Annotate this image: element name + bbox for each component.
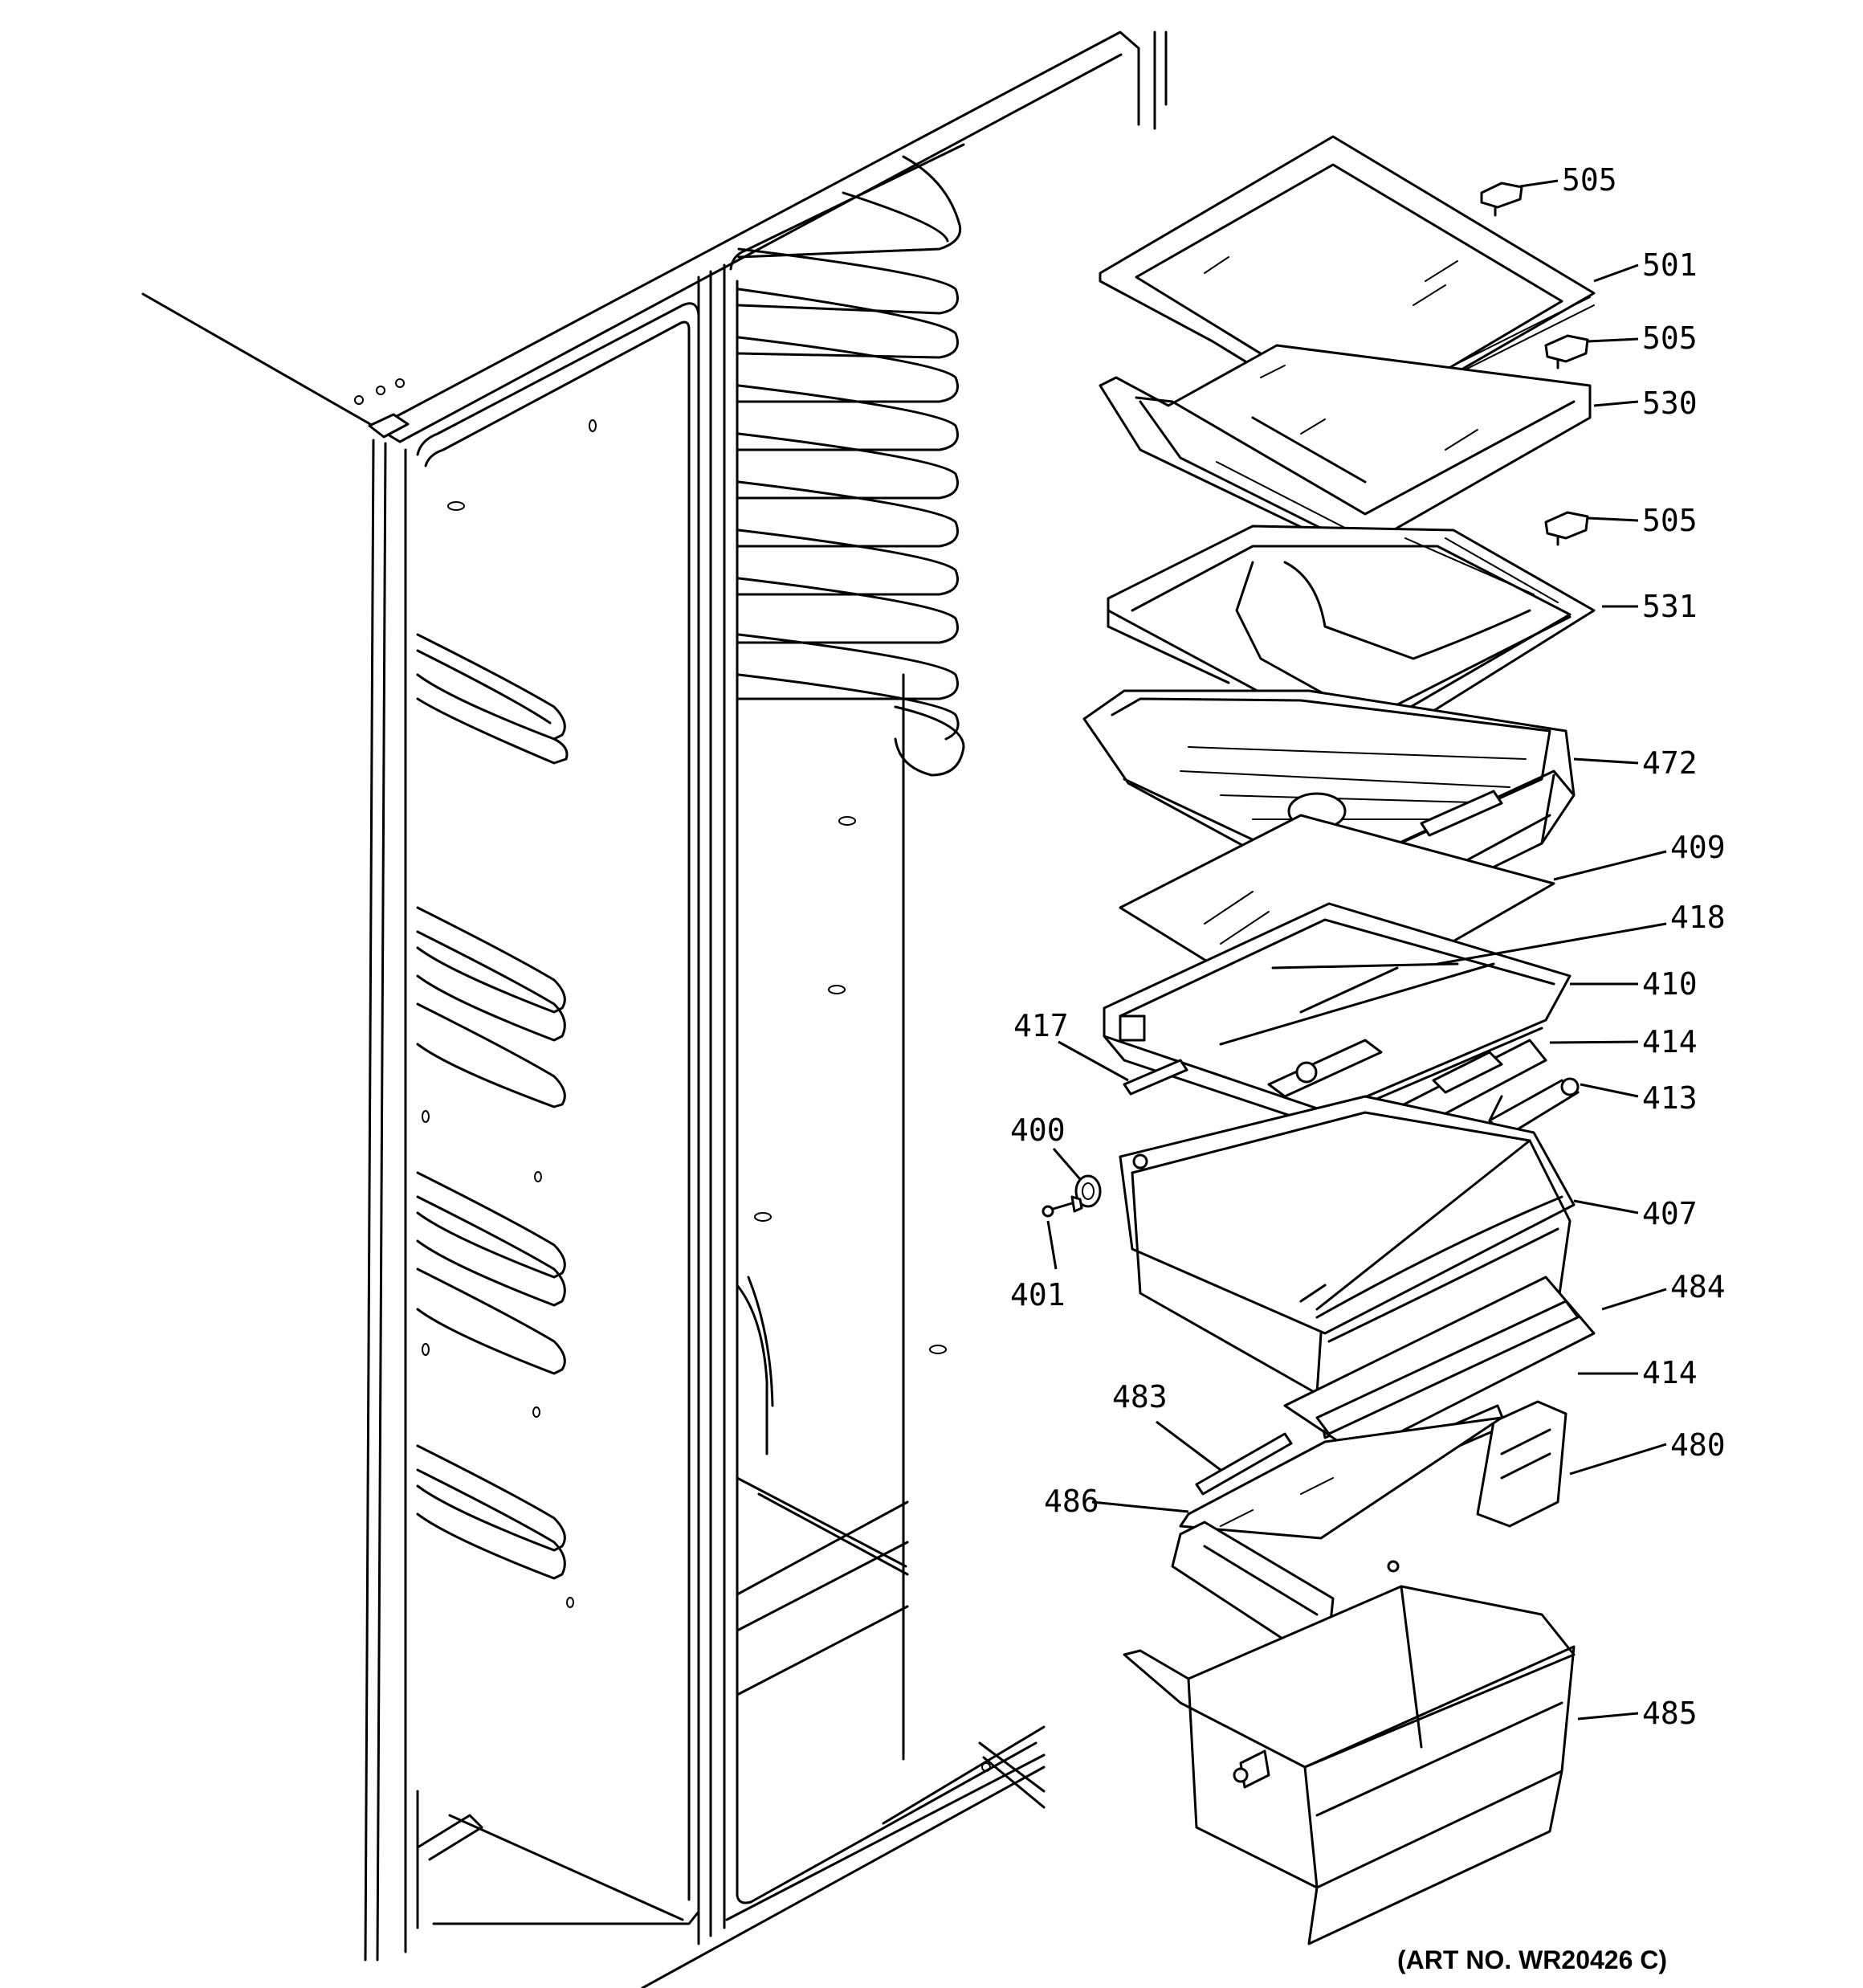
callout-480: 480: [1670, 1427, 1726, 1463]
callout-labels: 505 501 505 530 505 531 472 409 418 410 …: [1010, 162, 1726, 1731]
snack-pan-531: [1107, 525, 1596, 753]
callout-472: 472: [1642, 745, 1698, 781]
slide-out-shelf-530: [1099, 344, 1592, 548]
callout-501: 501: [1642, 247, 1698, 283]
callout-401: 401: [1010, 1277, 1066, 1312]
callout-410: 410: [1642, 966, 1698, 1002]
callout-485: 485: [1642, 1696, 1698, 1731]
callout-505: 505: [1642, 503, 1698, 538]
door-shelf-rails: [416, 633, 569, 1580]
callout-417: 417: [1013, 1008, 1069, 1043]
callout-486: 486: [1044, 1484, 1099, 1519]
rail-418: [1299, 966, 1399, 1014]
bottom-drawer-485: [1123, 1560, 1576, 1945]
callout-409: 409: [1670, 830, 1726, 865]
callout-505: 505: [1642, 320, 1698, 356]
rod-483: [1195, 1432, 1293, 1496]
callout-418: 418: [1670, 900, 1726, 935]
cabinet-liner: [141, 31, 1168, 1988]
leader-lines: [1046, 179, 1667, 1721]
callout-530: 530: [1642, 386, 1698, 421]
meat-drawer-407: [1119, 1095, 1576, 1439]
callout-413: 413: [1642, 1080, 1698, 1116]
callout-531: 531: [1642, 589, 1698, 624]
callout-400: 400: [1010, 1112, 1066, 1148]
shelf-pin-holes: [422, 419, 991, 1772]
slide-assembly-486: [1171, 1416, 1503, 1652]
rail-417: [1123, 1059, 1188, 1096]
screw-401: [1042, 1195, 1083, 1218]
freezer-shelf-rails: [737, 155, 965, 777]
cover-frame-410: [1103, 902, 1572, 1126]
callout-414: 414: [1642, 1355, 1698, 1390]
handle-413: [1488, 1077, 1580, 1138]
shelf-clip-505: [1480, 182, 1523, 217]
callout-484: 484: [1670, 1269, 1726, 1304]
roller-400: [1074, 1174, 1102, 1208]
callout-505: 505: [1562, 162, 1617, 198]
humidity-control-414: [1315, 1300, 1580, 1435]
callout-414: 414: [1642, 1024, 1698, 1059]
callout-483: 483: [1112, 1379, 1168, 1414]
callout-407: 407: [1642, 1196, 1698, 1231]
shelf-clip-505: [1544, 334, 1589, 369]
shelf-clip-505: [1544, 511, 1589, 546]
art-number: (ART NO. WR20426 C): [1397, 1945, 1667, 1974]
